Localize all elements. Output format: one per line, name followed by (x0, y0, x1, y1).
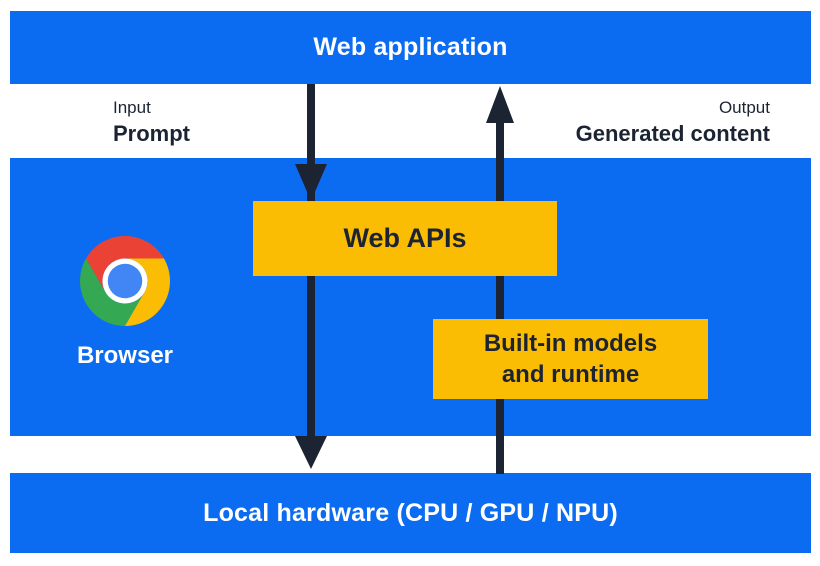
output-label-group: Output Generated content (576, 97, 770, 148)
local-hardware-label: Local hardware (CPU / GPU / NPU) (203, 498, 618, 527)
builtin-models-label-line2: and runtime (501, 361, 640, 388)
input-label-group: Input Prompt (113, 97, 190, 148)
builtin-models-box: Built-in models and runtime (433, 319, 708, 399)
web-apis-label: Web APIs (343, 223, 467, 253)
chrome-icon (80, 236, 170, 326)
web-application-bar: Web application (10, 11, 811, 84)
web-application-label: Web application (313, 33, 508, 61)
builtin-models-label-line1: Built-in models (483, 330, 658, 357)
local-hardware-bar: Local hardware (CPU / GPU / NPU) (10, 473, 811, 553)
web-apis-box: Web APIs (253, 201, 557, 276)
browser-label: Browser (76, 342, 174, 369)
output-caption: Output (718, 98, 770, 117)
output-value: Generated content (575, 121, 770, 147)
input-caption: Input (113, 98, 151, 117)
input-value: Prompt (113, 121, 190, 147)
